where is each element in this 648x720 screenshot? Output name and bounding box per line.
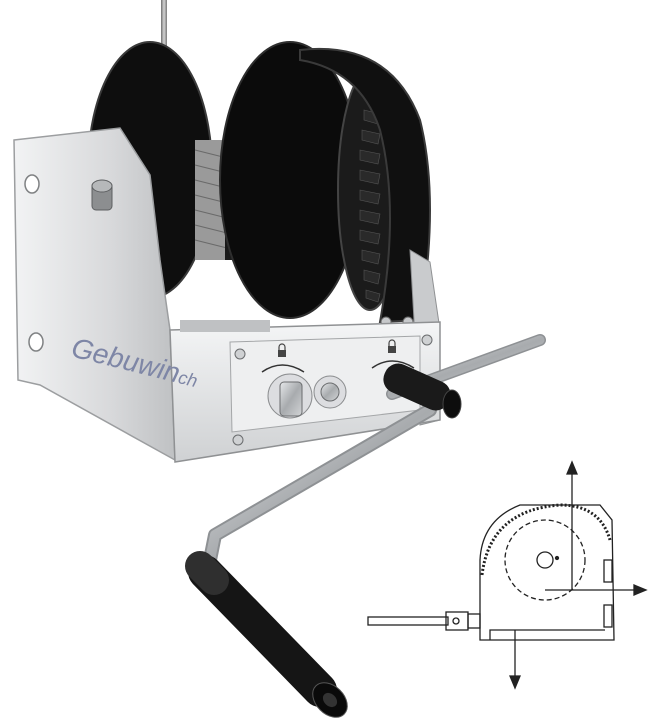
side-view-diagram <box>367 460 648 690</box>
arc-arrow-icon <box>371 360 415 369</box>
shaft-end <box>320 382 340 402</box>
shaft-left <box>279 381 303 417</box>
padlock-icon <box>278 343 286 357</box>
gear-teeth <box>359 109 381 303</box>
arc-arrow-icon <box>261 364 305 373</box>
padlock-icon <box>388 339 396 353</box>
side-bolt-head <box>91 179 113 193</box>
crank-handle <box>203 334 546 567</box>
panel-screw <box>232 434 244 446</box>
mount-hole <box>24 174 40 194</box>
panel-screw <box>421 334 433 346</box>
side-plate <box>13 127 176 462</box>
handle-grip <box>185 551 348 718</box>
panel-screw <box>234 348 246 360</box>
top-strip <box>180 320 270 332</box>
mount-hole <box>28 332 44 352</box>
